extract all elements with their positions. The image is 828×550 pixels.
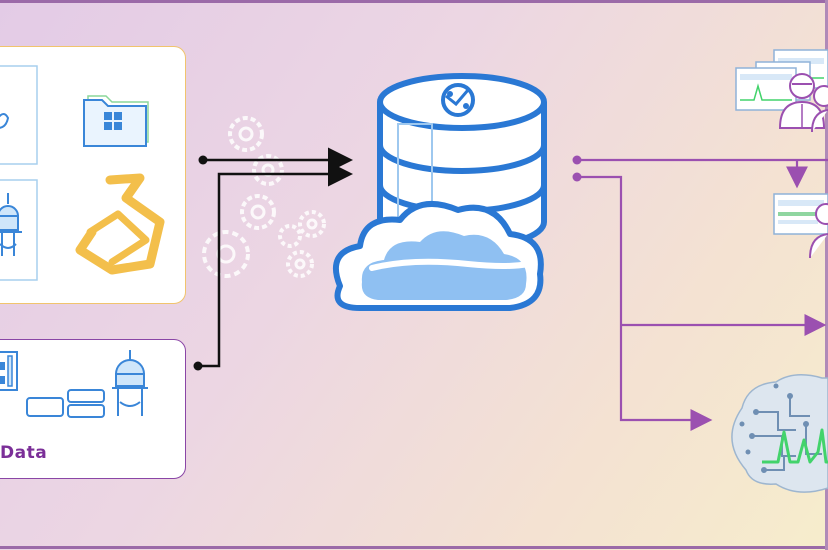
database-cloud-icon [333, 73, 547, 311]
database-logo-icon [441, 83, 475, 117]
frame-top-border [0, 0, 828, 3]
frame-bottom-border [0, 546, 828, 549]
gear-cluster-icon [202, 116, 326, 278]
reactor-icon [0, 179, 38, 281]
monitor-user-icon-2 [773, 193, 828, 259]
ingest-connectors [193, 147, 353, 371]
folder-windows-icon [83, 95, 149, 147]
instrument-card-top [0, 65, 38, 165]
output-connectors [572, 155, 828, 431]
company-logo-icon [75, 173, 165, 275]
monitor-user-icon [735, 49, 828, 133]
reactor-icon-small [112, 350, 148, 416]
server-stack-icon [26, 389, 105, 418]
brain-circuit-icon [731, 374, 828, 493]
instrument-rack-icon [0, 351, 18, 391]
frame-right-border [825, 0, 828, 550]
source-panel-data [0, 339, 186, 479]
data-panel-label: Data [0, 443, 48, 463]
